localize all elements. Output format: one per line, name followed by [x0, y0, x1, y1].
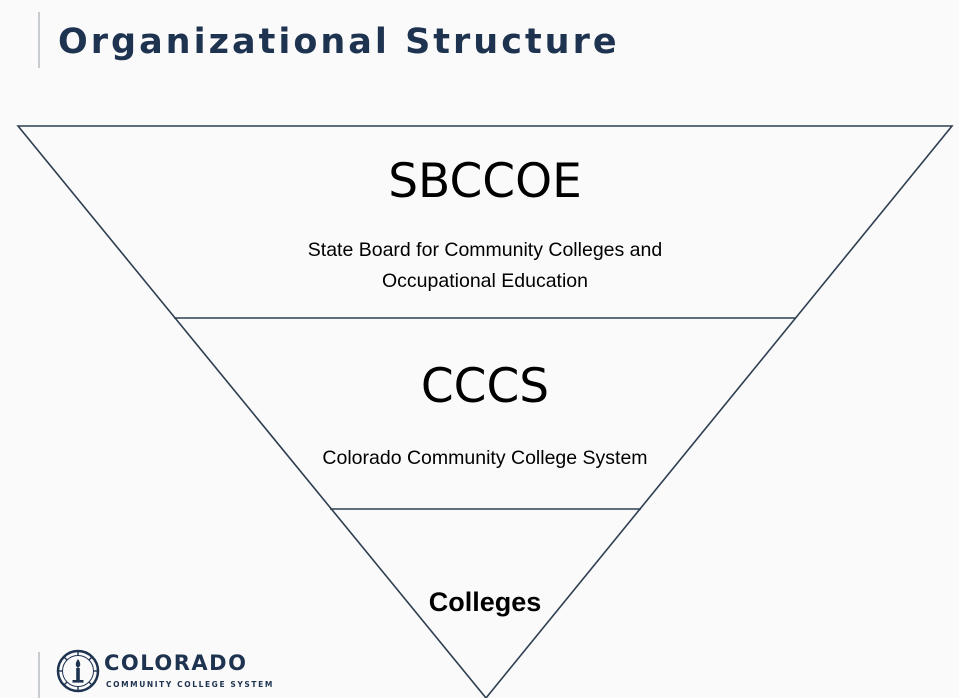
title-accent-bar [38, 12, 40, 68]
tier-1-description-line-1: State Board for Community Colleges and [307, 239, 663, 261]
college-seal-icon [56, 649, 100, 693]
pyramid-outline [16, 125, 954, 698]
logo-wordmark: COLORADO [104, 651, 248, 675]
tier-1-acronym: SBCCOE [388, 154, 582, 209]
tier-3-label: Colleges [428, 587, 542, 617]
footer-accent-bar [38, 652, 40, 698]
tier-1-description-line-2: Occupational Education [382, 270, 588, 292]
tier-2-description: Colorado Community College System [322, 447, 648, 469]
tier-1-description: State Board for Community Colleges and O… [235, 235, 735, 297]
logo-subtitle: COMMUNITY COLLEGE SYSTEM [106, 680, 274, 689]
tier-2-acronym: CCCS [420, 359, 550, 414]
page-title: Organizational Structure [58, 22, 620, 62]
